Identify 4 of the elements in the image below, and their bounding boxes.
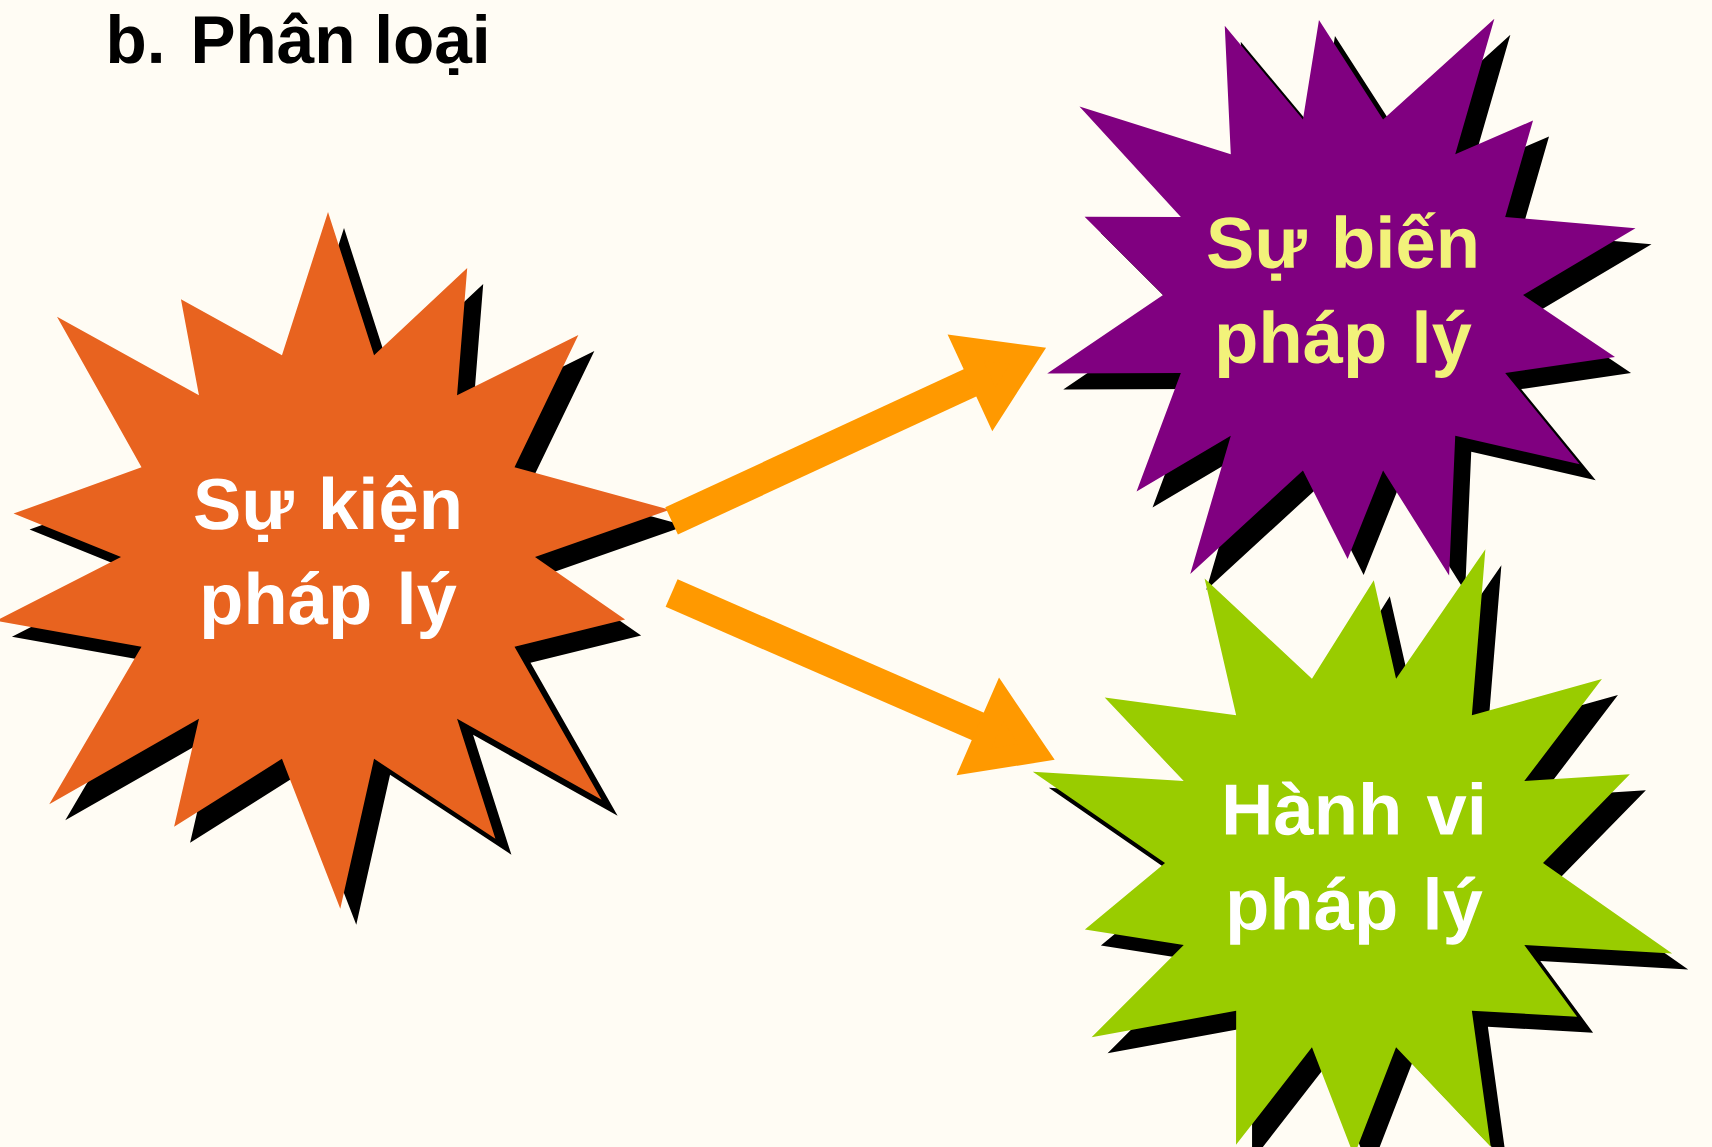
starburst: Sự kiện pháp lý (0, 212, 686, 925)
starburst: Hành vi pháp lý (1032, 549, 1689, 1147)
starburst: Sự biến pháp lý (1047, 18, 1652, 592)
title: b. Phân loại (110, 12, 486, 75)
